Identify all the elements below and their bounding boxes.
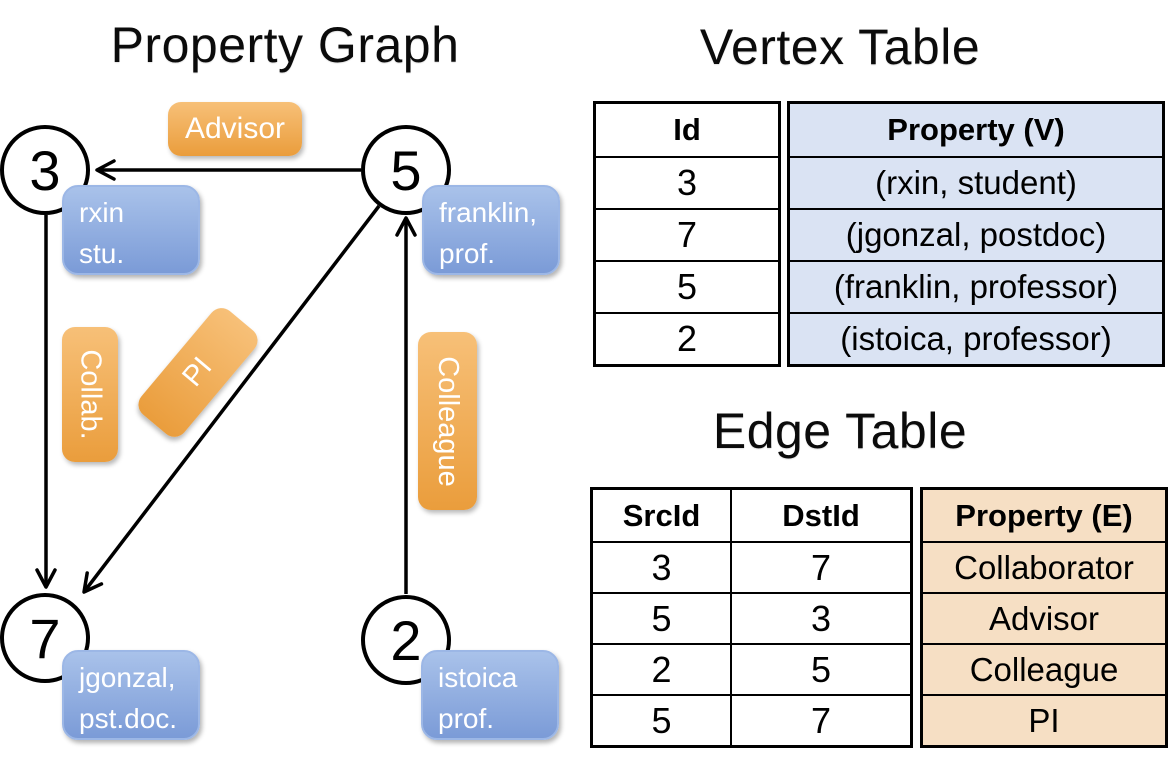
property-line: pst.doc. <box>79 703 178 734</box>
table-cell: 5 <box>593 694 730 745</box>
vertex-table: Id 3 7 5 2 Property (V) (rxin, student) … <box>593 101 1165 367</box>
node-property-box-jgonzal: jgonzal, pst.doc. <box>62 650 200 740</box>
vertex-table-title: Vertex Table <box>699 19 981 75</box>
column-header-property-v: Property (V) <box>790 104 1162 156</box>
edge-table-property-column: Property (E) Collaborator Advisor Collea… <box>920 487 1168 748</box>
property-line: stu. <box>79 238 125 269</box>
node-circle-3: 3 <box>0 125 90 215</box>
edge-label-collab: Collab. <box>62 327 118 462</box>
table-cell: 3 <box>730 592 910 643</box>
table-cell: (istoica, professor) <box>790 312 1162 364</box>
edge-pi-5-to-7 <box>82 204 381 594</box>
edge-label-text: Advisor <box>184 112 286 145</box>
table-cell: Collaborator <box>923 541 1165 592</box>
node-id-label: 3 <box>29 138 61 202</box>
column-header-id: Id <box>673 112 701 147</box>
property-graph-title: Property Graph <box>110 17 460 73</box>
node-id-label: 2 <box>390 608 422 672</box>
property-line: franklin, <box>439 197 538 228</box>
table-cell: PI <box>923 694 1165 745</box>
edge-label-text: Colleague <box>432 355 465 487</box>
edge-table: SrcId 3 5 2 5 DstId 7 3 5 7 Property (E)… <box>590 487 1168 748</box>
property-line: istoica <box>438 662 518 693</box>
property-line: rxin <box>79 197 125 228</box>
table-cell: 5 <box>596 260 778 312</box>
node-property-box-rxin: rxin stu. <box>62 185 200 275</box>
property-line: prof. <box>438 703 495 734</box>
vertex-table-id-column: Id 3 7 5 2 <box>593 101 781 367</box>
node-id-label: 7 <box>29 606 61 670</box>
edge-label-advisor: Advisor <box>168 102 302 156</box>
node-id-label: 5 <box>390 138 422 202</box>
property-line: prof. <box>439 238 496 269</box>
edge-label-text: PI <box>176 351 219 393</box>
edge-label-colleague: Colleague <box>418 332 477 510</box>
table-cell: 2 <box>596 312 778 364</box>
edge-table-dstid-column: DstId 7 3 5 7 <box>730 490 910 745</box>
table-cell: (rxin, student) <box>790 156 1162 208</box>
table-cell: Advisor <box>923 592 1165 643</box>
table-cell: 2 <box>593 643 730 694</box>
node-property-box-franklin: franklin, prof. <box>422 185 560 275</box>
column-header-property-e: Property (E) <box>923 490 1165 541</box>
edge-label-text: Collab. <box>74 349 107 440</box>
table-cell: 3 <box>596 156 778 208</box>
table-cell: 5 <box>730 643 910 694</box>
table-cell: 7 <box>730 694 910 745</box>
table-cell: 7 <box>596 208 778 260</box>
table-cell: 3 <box>593 541 730 592</box>
table-cell: Colleague <box>923 643 1165 694</box>
table-cell: (franklin, professor) <box>790 260 1162 312</box>
table-cell: 5 <box>593 592 730 643</box>
property-line: jgonzal, <box>79 662 176 693</box>
edge-table-srcid-column: SrcId 3 5 2 5 <box>593 490 730 745</box>
column-header-srcid: SrcId <box>622 497 701 533</box>
edge-table-title: Edge Table <box>712 403 968 459</box>
vertex-table-property-column: Property (V) (rxin, student) (jgonzal, p… <box>787 101 1165 367</box>
table-cell: 7 <box>730 541 910 592</box>
edge-table-ids-columns: SrcId 3 5 2 5 DstId 7 3 5 7 <box>590 487 913 748</box>
column-header-dstid: DstId <box>730 490 910 541</box>
node-property-box-istoica: istoica prof. <box>421 650 559 740</box>
table-cell: (jgonzal, postdoc) <box>790 208 1162 260</box>
